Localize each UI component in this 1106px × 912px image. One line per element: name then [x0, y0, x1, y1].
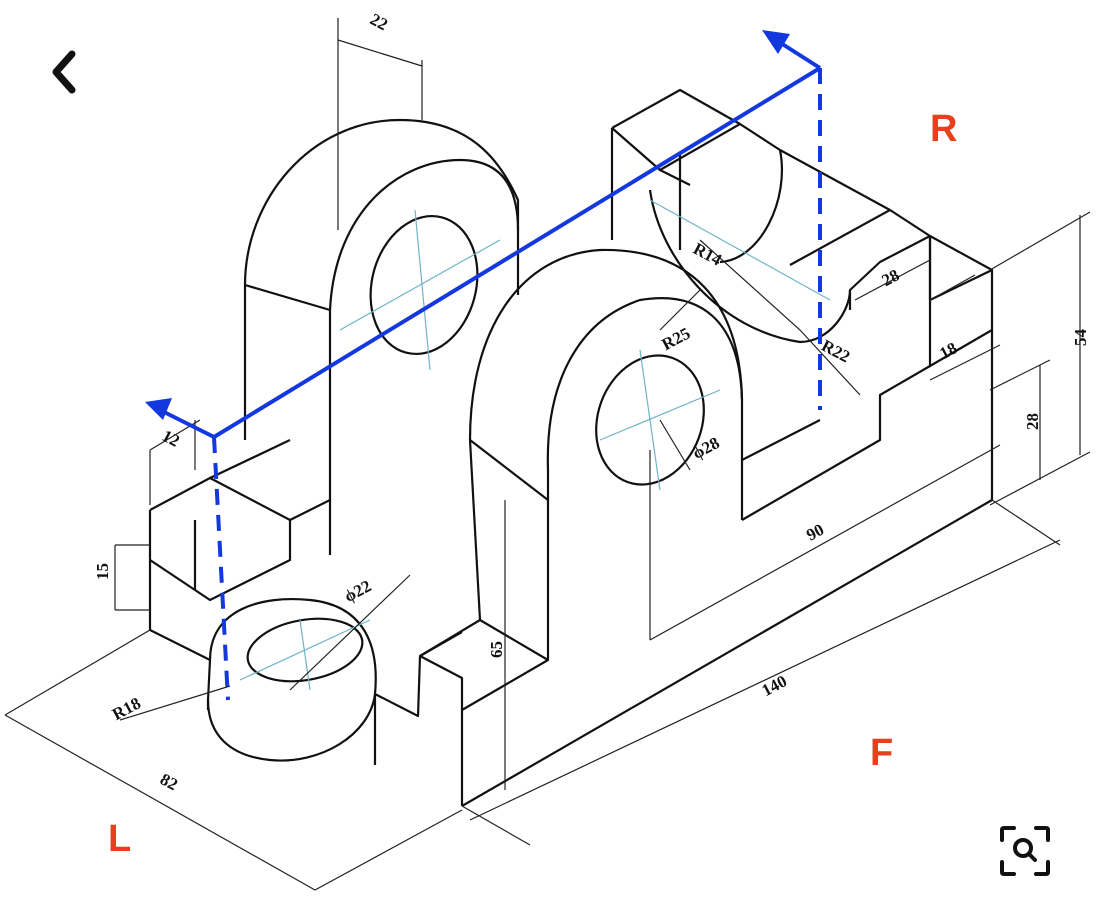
- visual-search-icon: [1000, 826, 1050, 876]
- dim-28: 28: [879, 265, 903, 290]
- dim-r22: R22: [818, 336, 853, 367]
- dim-22-top: 22: [367, 9, 391, 34]
- dim-15: 15: [93, 563, 112, 580]
- dim-18: 18: [936, 338, 960, 363]
- dim-r14: R14: [690, 239, 725, 270]
- back-button[interactable]: [44, 44, 92, 102]
- dim-65: 65: [487, 641, 506, 658]
- view-label-left: L: [108, 818, 132, 860]
- view-label-right: R: [930, 108, 958, 150]
- dim-phi22: ϕ22: [341, 576, 374, 606]
- dim-12: 12: [159, 426, 183, 451]
- chevron-left-icon: [52, 50, 76, 94]
- dim-r18: R18: [109, 693, 144, 724]
- visual-search-button[interactable]: [996, 822, 1054, 880]
- center-lines: [239, 199, 831, 691]
- dim-140: 140: [759, 671, 790, 700]
- view-label-front: F: [870, 732, 894, 774]
- dim-90: 90: [803, 520, 827, 545]
- dimension-lines: [4, 18, 1091, 891]
- dim-82: 82: [157, 769, 181, 794]
- dim-28-right: 28: [1023, 413, 1042, 430]
- cutting-plane: [145, 30, 822, 701]
- dim-r25: R25: [659, 324, 694, 355]
- dim-54: 54: [1071, 329, 1090, 347]
- dim-phi28: ϕ28: [689, 433, 722, 463]
- object-outline: [148, 88, 994, 807]
